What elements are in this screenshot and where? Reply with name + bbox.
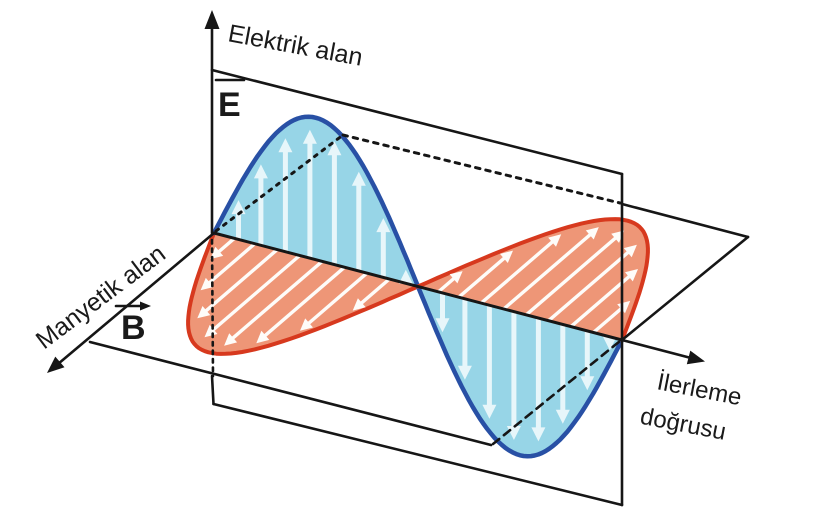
magnetic-field-arrow-front — [300, 271, 369, 331]
electric-wave-lobe-up — [211, 114, 421, 289]
electric-field-arrow-up — [376, 218, 391, 278]
wave-axis — [212, 231, 624, 342]
electric-lobe-up-outline — [211, 114, 421, 289]
electric-field-arrow-down — [457, 298, 472, 380]
propagation-axis-arrowhead — [686, 350, 705, 365]
magnetic-field-arrow-back — [502, 227, 599, 311]
magnetic-lobe-front-fill — [188, 233, 418, 354]
electric-axis-arrowhead — [204, 10, 220, 29]
electric-field-arrow-up — [351, 171, 366, 271]
magnetic-field-arrow-back — [480, 234, 562, 305]
electric-lobe-up-fill — [214, 116, 418, 287]
electric-field-arrow-up — [231, 200, 246, 240]
electric-field-arrow-up — [327, 141, 342, 265]
magnetic-field-arrow-front — [204, 254, 301, 338]
e-plane-left-edge-lower — [210, 374, 215, 406]
magnetic-field-arrow-front — [352, 277, 391, 311]
magnetic-axis-arrowhead — [47, 356, 65, 373]
magnetic-field-arrow-front — [210, 237, 236, 260]
e-vector-symbol: E — [218, 86, 241, 124]
b-plane-front-left-edge — [88, 340, 493, 447]
electric-wave-lobe-down — [415, 284, 625, 459]
magnetic-field-arrow-front — [224, 260, 324, 346]
magnetic-lobe-front-outline — [186, 231, 420, 356]
electric-lobe-down-fill — [418, 286, 622, 457]
magnetic-field-arrow-front — [256, 265, 346, 344]
magnetic-field-axis-label: Manyetik alan — [31, 240, 171, 355]
magnetic-field-arrow-back — [547, 244, 637, 322]
electric-field-axis-label: Elektrik alan — [226, 19, 365, 71]
electric-lobe-down-outline — [415, 284, 625, 459]
magnetic-field-arrow-back — [592, 300, 631, 334]
electric-field-arrow-down — [555, 324, 570, 424]
b-plane-back-edge-hidden — [341, 133, 622, 205]
electric-field-arrow-up — [278, 138, 293, 252]
b-vector-symbol: B — [121, 309, 146, 347]
e-plane-top-edge — [210, 68, 624, 176]
electric-field-arrow-down — [482, 305, 497, 419]
magnetic-wave-lobe-back — [416, 217, 650, 342]
magnetic-axis — [56, 231, 216, 366]
electric-field-arrow-down — [531, 318, 546, 442]
magnetic-wave-lobe-front — [186, 231, 420, 356]
magnetic-axis-hidden — [214, 133, 345, 233]
propagation-label-line2: doğrusu — [638, 403, 728, 446]
magnetic-lobe-back-outline — [416, 217, 650, 342]
b-vector-arrowhead — [140, 301, 151, 311]
electric-field-arrow-up — [253, 164, 268, 246]
electric-field-arrow-down — [580, 330, 595, 391]
propagation-label-line1: İlerleme — [655, 368, 744, 411]
magnetic-field-arrow-front — [197, 248, 279, 319]
magnetic-field-arrow-front — [200, 242, 256, 291]
magnetic-field-arrow-back — [437, 271, 463, 294]
electric-field-arrow-down — [435, 292, 450, 333]
planes-and-axes — [47, 10, 750, 507]
e-plane-left-edge-hidden — [210, 238, 215, 378]
e-plane-bottom-edge — [212, 402, 624, 507]
b-plane-right-edge-hidden — [491, 339, 622, 446]
propagation-axis-label: İlerleme doğrusu — [638, 368, 744, 446]
b-plane-right-edge — [620, 235, 750, 342]
b-plane-back-edge — [620, 202, 750, 239]
magnetic-field-arrow-back — [457, 250, 513, 299]
propagation-axis — [620, 338, 693, 360]
